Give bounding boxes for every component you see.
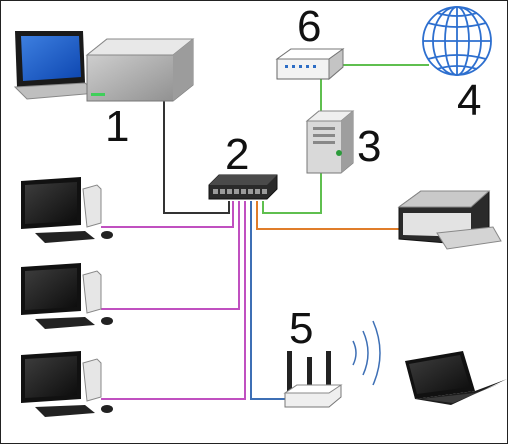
- cable-ap-switch: [250, 201, 285, 400]
- wireless-access-point-icon: [283, 351, 343, 408]
- laptop-icon: [405, 351, 507, 405]
- wifi-signal-icon: [352, 320, 381, 386]
- server-with-laptop-icon: [13, 31, 195, 102]
- cable-pc1-switch: [101, 201, 234, 228]
- network-switch-icon: [208, 174, 278, 200]
- tower-server-icon: [305, 110, 355, 174]
- node-label-5: 5: [289, 304, 314, 353]
- cable-firewall-switch: [262, 171, 322, 214]
- globe-internet-icon: [422, 6, 492, 76]
- cables: [101, 64, 429, 400]
- cable-pc2-switch: [101, 201, 240, 310]
- node-label-4: 4: [457, 76, 482, 125]
- desktop-computer-icon: [21, 177, 113, 243]
- cable-server-switch: [163, 97, 230, 214]
- desktop-computer-icon: [21, 351, 113, 417]
- node-label-1: 1: [105, 102, 130, 151]
- modem-router-icon: [275, 48, 345, 81]
- node-label-3: 3: [357, 122, 382, 171]
- printer-icon: [397, 190, 502, 250]
- desktop-computer-icon: [21, 263, 113, 329]
- node-label-2: 2: [225, 130, 250, 179]
- cable-pc3-switch: [101, 201, 246, 400]
- cable-printer-switch: [256, 201, 401, 230]
- node-label-6: 6: [297, 2, 322, 51]
